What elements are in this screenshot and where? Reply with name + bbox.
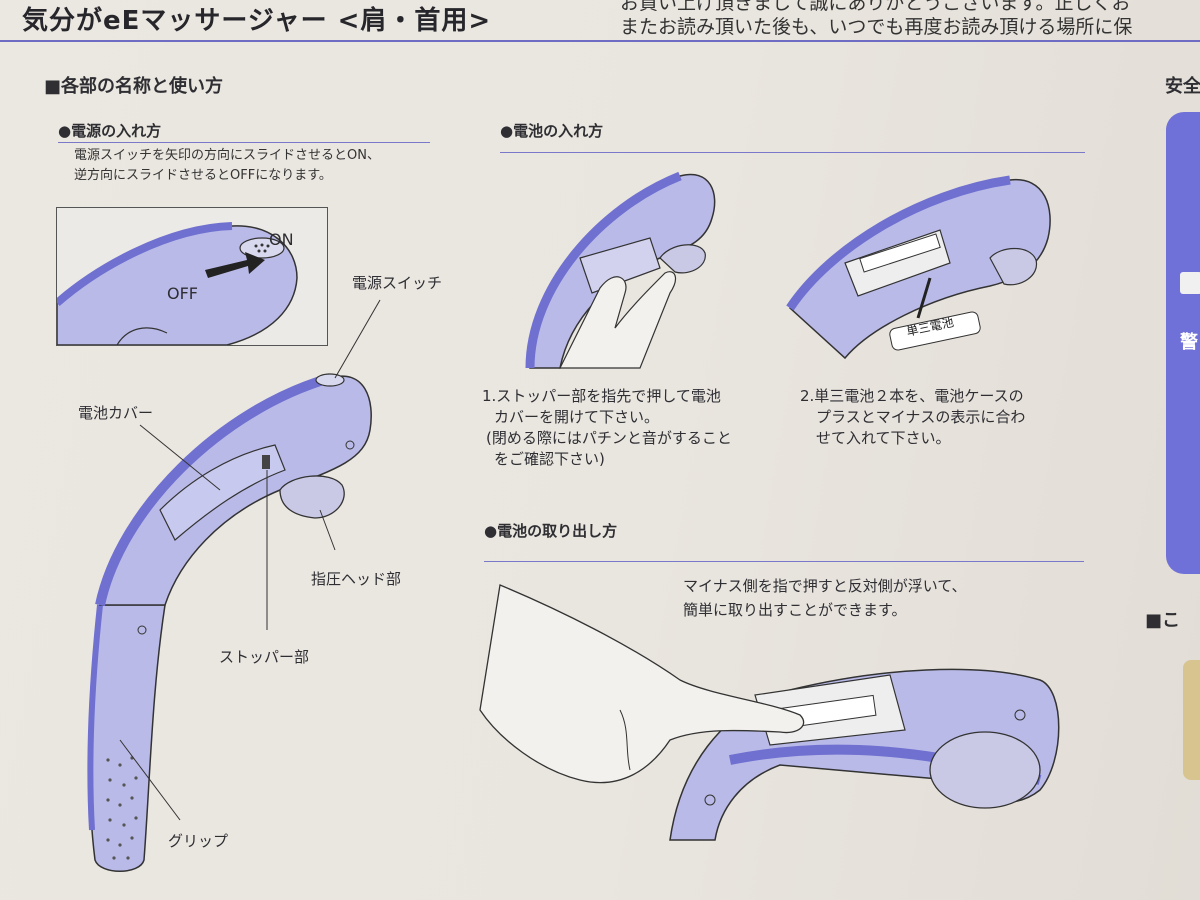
battery-insert-rule <box>500 152 1085 153</box>
intro-line-2: またお読み頂いた後も、いつでも再度お読み頂ける場所に保 <box>620 16 1133 38</box>
page-title: 気分がeEマッサージャー <肩・首用> <box>22 6 492 36</box>
step2-line-2: プラスとマイナスの表示に合わ <box>816 408 1026 426</box>
power-text-2: 逆方向にスライドさせるとOFFになります。 <box>74 168 332 183</box>
label-pressure-head: 指圧ヘッド部 <box>311 570 402 588</box>
battery-insert-heading: ●電池の入れ方 <box>500 122 604 140</box>
power-switch-drawing <box>57 222 298 345</box>
step1-line-2: カバーを開けて下さい。 <box>494 408 660 426</box>
power-heading: ●電源の入れ方 <box>58 122 162 140</box>
step1-line-4: をご確認下さい) <box>494 450 605 468</box>
power-rule <box>58 142 430 143</box>
power-text-1: 電源スイッチを矢印の方向にスライドさせるとON、 <box>74 148 380 163</box>
step1-line-1: 1.ストッパー部を指先で押して電池 <box>482 387 721 405</box>
warning-partial-text: 警 <box>1180 332 1198 353</box>
torn-paper-edge <box>1183 660 1200 780</box>
off-label: OFF <box>167 284 198 303</box>
warning-icon <box>1180 272 1200 294</box>
label-grip: グリップ <box>168 832 229 850</box>
power-inset-illustration: ON OFF <box>56 207 328 346</box>
massager-device-drawing <box>87 299 381 872</box>
battery-removal-drawing <box>479 584 1060 841</box>
remove-line-1: マイナス側を指で押すと反対側が浮いて、 <box>683 577 967 595</box>
step2-insert-battery-drawing <box>786 175 1051 360</box>
section-heading-parts: ■各部の名称と使い方 <box>44 76 224 97</box>
step2-line-3: せて入れて下さい。 <box>816 429 951 447</box>
right-bottom-heading: ■こ <box>1145 610 1181 631</box>
step2-line-1: 2.単三電池２本を、電池ケースの <box>800 387 1024 405</box>
label-stopper: ストッパー部 <box>219 648 310 666</box>
remove-line-2: 簡単に取り出すことができます。 <box>683 601 907 619</box>
right-safety-heading: 安全 <box>1165 76 1200 97</box>
step1-open-cover-drawing <box>525 171 716 369</box>
step1-line-3: (閉める際にはパチンと音がすること <box>486 429 732 447</box>
title-rule <box>0 40 1200 42</box>
on-label: ON <box>269 230 294 249</box>
battery-remove-heading: ●電池の取り出し方 <box>484 522 618 540</box>
battery-remove-rule <box>484 561 1084 562</box>
right-warning-panel <box>1166 112 1200 574</box>
label-power-switch: 電源スイッチ <box>352 274 443 292</box>
intro-line-1: お買い上げ頂きまして誠にありがとうございます。正しくお <box>620 0 1131 14</box>
label-battery-cover: 電池カバー <box>78 404 154 422</box>
